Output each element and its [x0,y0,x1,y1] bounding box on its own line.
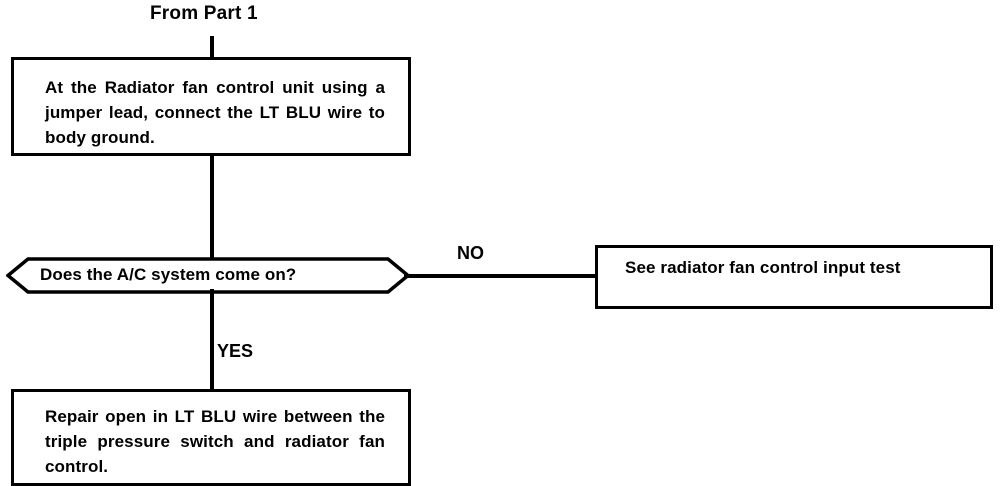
node-instruction-box: At the Radiator fan control unit using a… [11,57,411,156]
edge-label-yes: YES [217,341,254,361]
node-see-test-text: See radiator fan control input test [625,258,901,277]
connector-instruction-to-decision [210,154,214,261]
connector-decision-yes-branch [210,289,214,392]
node-repair-open-box: Repair open in LT BLU wire between the t… [11,389,411,486]
node-repair-text: Repair open in LT BLU wire between the t… [45,407,385,476]
node-instruction-text: At the Radiator fan control unit using a… [45,78,385,147]
node-see-radiator-fan-control-input-test-box: See radiator fan control input test [595,245,993,309]
connector-decision-no-branch [404,274,598,278]
edge-label-no: NO [457,243,484,263]
node-decision-text: Does the A/C system come on? [40,265,297,284]
entry-label-from-part-1: From Part 1 [150,3,258,24]
connector-entry-to-instruction [210,36,214,60]
